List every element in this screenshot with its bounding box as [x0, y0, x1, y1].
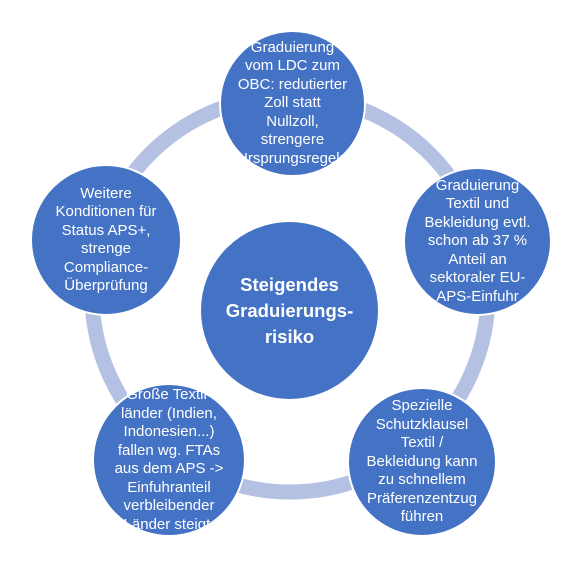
node-label: Weitere Konditionen für Status APS+, str…: [55, 184, 157, 295]
node-graduation-ldc-obc: Graduierung vom LDC zum OBC: redutierter…: [219, 30, 366, 177]
node-graduation-textile: Graduierung Textil und Bekleidung evtl. …: [403, 167, 552, 316]
node-label: Graduierung vom LDC zum OBC: redutierter…: [237, 38, 348, 167]
center-label: Steigendes Graduierungs- risiko: [225, 273, 354, 347]
node-label: Spezielle Schutzklausel Textil / Bekleid…: [366, 397, 478, 526]
node-label: Graduierung Textil und Bekleidung evtl. …: [424, 176, 531, 305]
node-safeguard-clause: Spezielle Schutzklausel Textil / Bekleid…: [347, 387, 497, 537]
node-large-textile-countries: Große Textil- länder (Indien, Indonesien…: [92, 383, 246, 537]
center-node: Steigendes Graduierungs- risiko: [199, 220, 380, 401]
node-aps-plus-conditions: Weitere Konditionen für Status APS+, str…: [30, 164, 182, 316]
node-label: Große Textil- länder (Indien, Indonesien…: [114, 386, 224, 533]
